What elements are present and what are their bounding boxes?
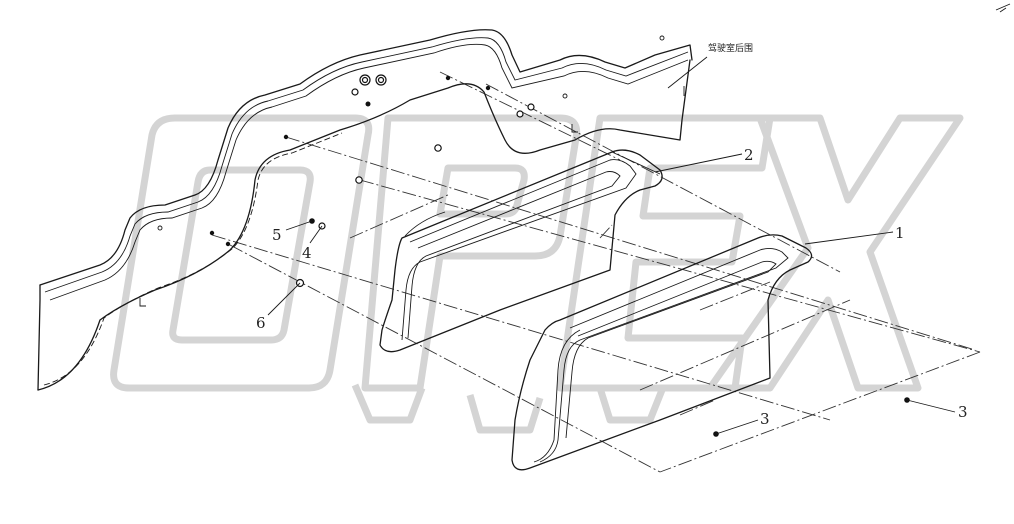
leader-part-3-lower: [715, 419, 759, 435]
rear-wall-lower-edge-dash: [43, 132, 343, 386]
wall-hole-7: [157, 225, 163, 231]
leader-lines: [267, 56, 956, 435]
washer-a: [434, 144, 442, 152]
wall-hole-4: [283, 134, 289, 140]
leader-part-1: [804, 231, 894, 245]
label-part-2: 2: [744, 146, 754, 164]
wall-hole-3: [485, 85, 491, 91]
guard-2-rim: [404, 151, 661, 237]
wall-grommet-4: [527, 103, 535, 111]
wall-hole-9: [659, 35, 665, 41]
label-part-4: 4: [302, 244, 312, 262]
leader-cab-rear-wall: [667, 56, 708, 89]
rear-wall-top-contour-inner-1: [44, 37, 689, 293]
callout-labels: 驾驶室后围 2 1 3 3 4 5 6: [256, 42, 968, 428]
watermark-logo: [110, 114, 964, 434]
leader-part-6: [267, 282, 301, 316]
guard-2-inner-1: [401, 159, 637, 341]
wall-hole-1: [365, 101, 371, 107]
wall-clip-2: [571, 124, 578, 133]
watermark-letter-p: [361, 114, 581, 392]
rear-wall-top-contour-inner-2: [49, 43, 689, 301]
leader-part-2: [654, 153, 743, 173]
label-part-3-right: 3: [958, 403, 968, 421]
washers: [295, 144, 442, 288]
washer-b: [355, 176, 363, 184]
label-part-1: 1: [895, 224, 905, 242]
watermark-letter-o: [110, 114, 373, 392]
guard-1-inner-3: [533, 329, 581, 463]
rear-wall-left-edge: [37, 284, 41, 391]
label-cab-rear-wall: 驾驶室后围: [708, 42, 753, 54]
guard-1-inner-1: [539, 247, 789, 463]
bolts-part-3: [713, 397, 910, 437]
center-lines: [211, 71, 981, 473]
leader-part-4: [309, 225, 323, 244]
wall-hole-2: [445, 75, 451, 81]
leader-part-3-right: [906, 399, 956, 413]
wall-grommet-3: [351, 88, 359, 96]
wall-grommet-2-inner: [377, 76, 385, 84]
wall-hole-8: [562, 93, 568, 99]
guard-part-2: [379, 149, 663, 353]
wall-grommet-1-inner: [361, 76, 369, 84]
rear-wall-lower-edge: [37, 59, 691, 391]
wall-grommet-5: [516, 110, 524, 118]
guard-2-outer: [379, 149, 663, 353]
label-part-3-lower: 3: [760, 410, 770, 428]
watermark-letter-x: [706, 114, 964, 392]
corner-mark: [995, 3, 1011, 13]
wall-hole-5: [209, 230, 215, 236]
guard-1-inner-2: [565, 260, 777, 439]
wall-hole-6: [225, 241, 231, 247]
guard-1-outer: [511, 234, 813, 471]
guard-part-1: [511, 234, 813, 471]
label-part-6: 6: [256, 314, 266, 332]
guard-2-inner-2: [407, 171, 621, 339]
wall-clip-1: [139, 298, 146, 307]
leader-part-5: [285, 220, 313, 231]
watermark-gear-teeth: [351, 383, 666, 434]
cab-rear-wall-panel: [37, 29, 693, 391]
label-part-5: 5: [272, 226, 282, 244]
rear-wall-top-contour: [39, 29, 693, 286]
